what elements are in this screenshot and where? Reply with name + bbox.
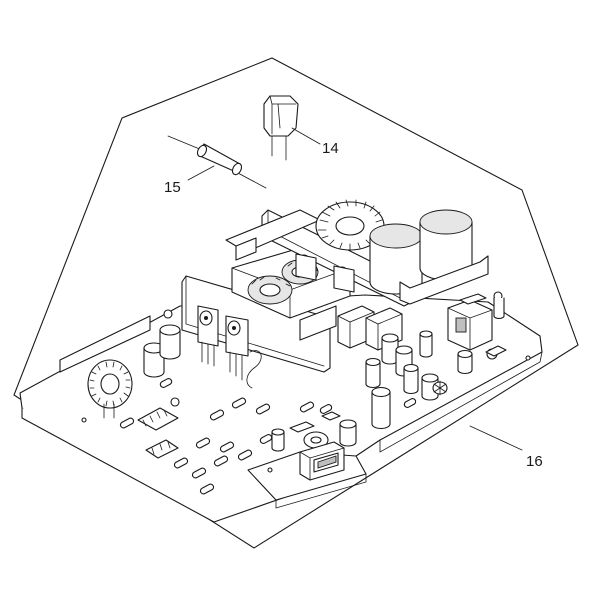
- front-components: [271, 411, 341, 452]
- pin-header-connectors: [137, 407, 179, 459]
- small-transformer: [447, 293, 493, 351]
- enclosure-outline: [13, 57, 579, 549]
- leader-16: [469, 425, 523, 451]
- part-14-switch: [263, 95, 299, 161]
- leader-14: [291, 127, 321, 145]
- part-15-fuse: [167, 135, 267, 189]
- bulk-capacitors: [369, 209, 489, 305]
- callout-14-label: 14: [322, 140, 339, 157]
- callout-16-label: 16: [526, 453, 543, 470]
- capacitors-middle: [339, 291, 507, 447]
- output-connector: [299, 441, 345, 481]
- callout-15-label: 15: [164, 179, 181, 196]
- resistors: [119, 378, 417, 495]
- toroid-inductor-left: [87, 359, 133, 419]
- heatsink-left: [181, 275, 331, 389]
- toroid-inductor-rear: [315, 199, 385, 251]
- leader-15: [187, 165, 215, 181]
